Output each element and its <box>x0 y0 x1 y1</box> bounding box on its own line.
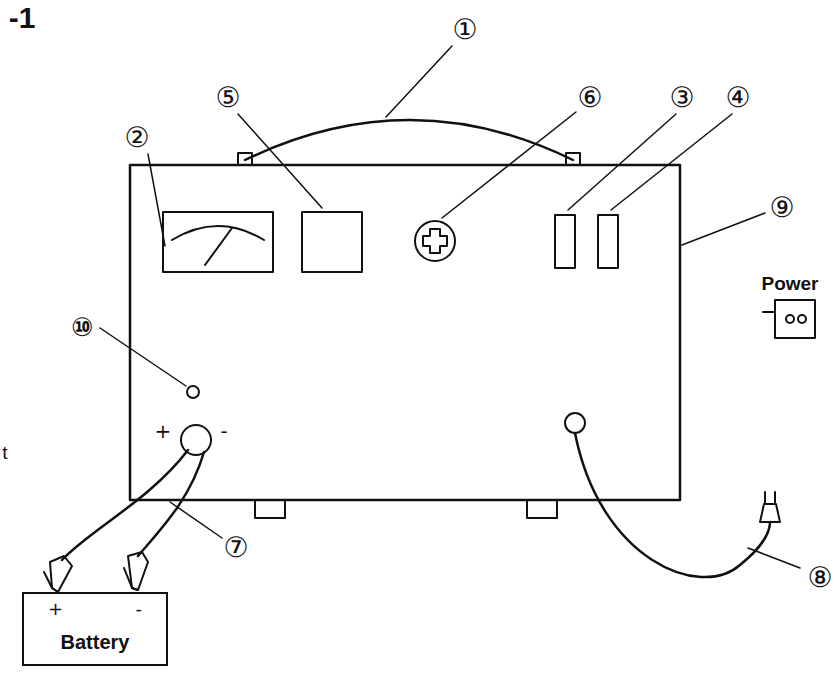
leader-line <box>748 548 800 568</box>
handle-foot <box>238 153 252 165</box>
callout-number: ① <box>452 16 477 44</box>
ammeter <box>163 212 273 272</box>
callout-number: ④ <box>725 84 750 112</box>
foot <box>527 500 557 518</box>
meter-needle <box>205 228 232 265</box>
callout-number: ③ <box>669 84 694 112</box>
polarity-sign: + <box>155 421 172 441</box>
leader-line <box>148 154 165 246</box>
figure-number: -1 <box>9 3 36 33</box>
callout-number: ⑩ <box>71 314 93 340</box>
power-outlet <box>775 300 815 338</box>
handle-foot <box>566 153 580 165</box>
leader-line <box>238 114 322 208</box>
leader-line <box>611 114 732 210</box>
plug <box>760 504 780 522</box>
cross-symbol <box>423 229 447 253</box>
output-terminal <box>181 425 211 455</box>
outlet-hole <box>798 315 806 323</box>
callout-number: ② <box>124 124 149 152</box>
outlet-lead <box>763 311 775 313</box>
power-cord <box>575 433 770 577</box>
leader-line <box>568 114 676 210</box>
polarity-sign: - <box>136 600 143 618</box>
plug-pin <box>764 492 766 504</box>
callout-number: ⑦ <box>223 534 248 562</box>
cut-off-text: t <box>2 443 7 462</box>
positive-clamp-jaw <box>44 572 58 592</box>
callout-number: ⑨ <box>769 194 794 222</box>
negative-clamp-jaw <box>124 568 138 590</box>
battery-box: + -Battery <box>22 592 168 666</box>
polarity-sign: - <box>220 421 227 441</box>
callout-number: ⑤ <box>215 84 240 112</box>
polarity-sign: + <box>48 600 63 618</box>
positive-clamp <box>50 556 72 592</box>
callout-number: ⑥ <box>577 84 602 112</box>
selector-switch <box>555 215 575 268</box>
leader-line <box>442 112 576 218</box>
indicator-lamp <box>187 386 199 398</box>
charger-housing <box>130 165 680 500</box>
foot <box>255 500 285 518</box>
callout-number: ⑧ <box>807 564 832 592</box>
switch <box>302 212 362 272</box>
meter-scale <box>172 226 264 240</box>
part-name: Power <box>761 274 818 293</box>
leader-line <box>386 46 452 117</box>
plug-pin <box>774 492 776 504</box>
negative-cable <box>138 452 204 556</box>
leader-line <box>100 328 186 386</box>
positive-cable <box>62 450 188 560</box>
selector-switch <box>598 215 618 268</box>
circuit-breaker <box>415 221 455 261</box>
node-title: Battery <box>24 618 166 660</box>
leader-line <box>682 213 765 245</box>
outlet-hole <box>786 315 794 323</box>
leader-line <box>170 502 222 538</box>
cord-grommet <box>565 413 585 433</box>
